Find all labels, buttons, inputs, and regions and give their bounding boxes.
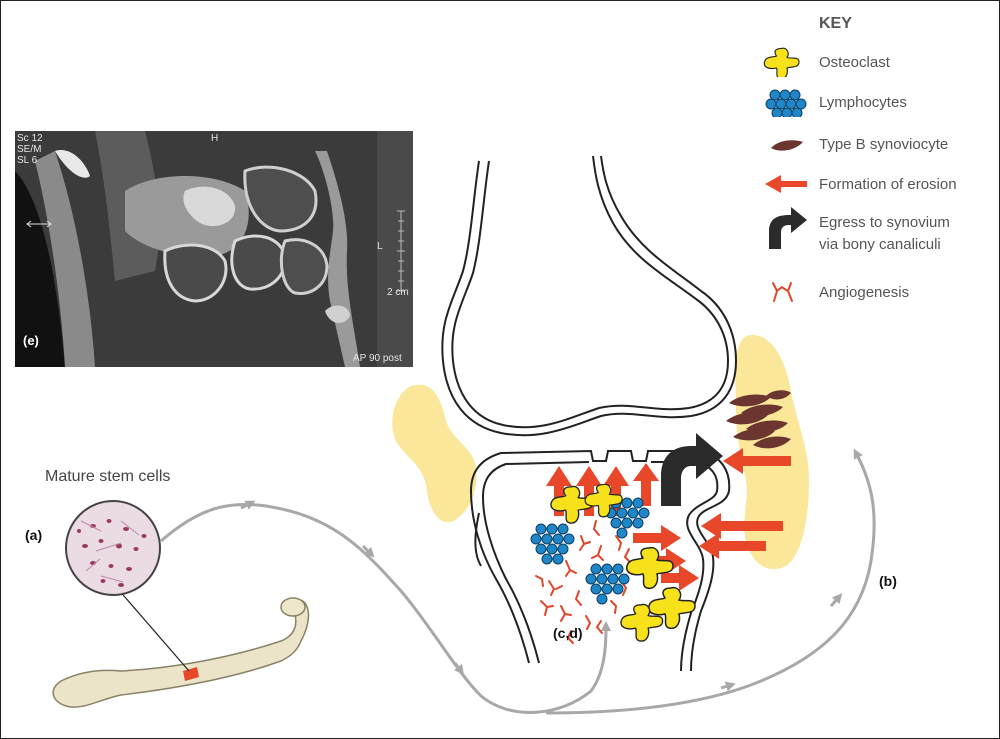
mri-header-text: Sc 12 SE/M SL 6 bbox=[17, 133, 43, 166]
key-row-egress: Egress to synovium via bony canaliculi bbox=[761, 207, 991, 263]
mri-line-2: SE/M bbox=[17, 144, 42, 155]
panel-label-a: (a) bbox=[25, 527, 43, 543]
erosion-arrow-icon bbox=[765, 175, 807, 193]
lymphocyte-cluster-1 bbox=[530, 523, 575, 565]
key-row-lymphocytes: Lymphocytes bbox=[761, 87, 991, 117]
synoviocyte-icon bbox=[771, 140, 803, 151]
mri-line-1: Sc 12 bbox=[17, 133, 43, 144]
femur-bone bbox=[441, 155, 738, 437]
key-label-angiogenesis: Angiogenesis bbox=[819, 284, 910, 301]
key-label-osteoclast: Osteoclast bbox=[819, 54, 890, 71]
stem-cell-histology bbox=[65, 500, 161, 596]
key-label-egress: Egress to synovium via bony canaliculi bbox=[819, 213, 950, 254]
key-label-synoviocyte: Type B synoviocyte bbox=[819, 136, 949, 153]
key-title: KEY bbox=[819, 15, 852, 32]
synoviocytes bbox=[726, 390, 791, 449]
angiogenesis-vessels bbox=[535, 520, 631, 644]
panel-label-b: (b) bbox=[879, 573, 897, 589]
key-row-osteoclast: Osteoclast bbox=[761, 47, 991, 77]
egress-arrow bbox=[661, 433, 723, 506]
mri-view-label: AP 90 post bbox=[353, 353, 402, 364]
flow-arrow-to-joint bbox=[160, 502, 611, 714]
angiogenesis-icon bbox=[772, 282, 793, 302]
mri-line-3: SL 6 bbox=[17, 155, 38, 166]
egress-arrow-icon bbox=[769, 207, 807, 249]
key-label-egress-line2: via bony canaliculi bbox=[819, 236, 941, 253]
mri-top-marker: H bbox=[211, 133, 219, 144]
mature-stem-cells-label: Mature stem cells bbox=[45, 468, 171, 485]
lymphocytes-icon bbox=[765, 89, 807, 117]
lymphocyte-cluster-3 bbox=[585, 563, 630, 605]
mri-inset: Sc 12 SE/M SL 6 H L 2 cm AP 90 post (e) bbox=[15, 131, 413, 367]
key-label-erosion: Formation of erosion bbox=[819, 176, 957, 193]
key-row-erosion: Formation of erosion bbox=[761, 169, 991, 199]
mri-scale-mark: L bbox=[377, 241, 383, 252]
femur-illustration bbox=[52, 580, 310, 708]
mri-scale-label: 2 cm bbox=[387, 287, 409, 298]
key-label-lymphocytes: Lymphocytes bbox=[819, 94, 907, 111]
key-row-angiogenesis: Angiogenesis bbox=[761, 277, 991, 307]
synovium-right bbox=[735, 335, 809, 570]
panel-label-cd: (c,d) bbox=[553, 625, 583, 641]
osteoclast-icon bbox=[763, 47, 800, 77]
key-label-egress-line1: Egress to synovium bbox=[819, 214, 950, 231]
synovium-left bbox=[392, 384, 477, 523]
flow-arrow-to-synovium bbox=[545, 448, 876, 715]
key-row-synoviocyte: Type B synoviocyte bbox=[761, 129, 991, 159]
panel-label-e: (e) bbox=[23, 333, 39, 348]
